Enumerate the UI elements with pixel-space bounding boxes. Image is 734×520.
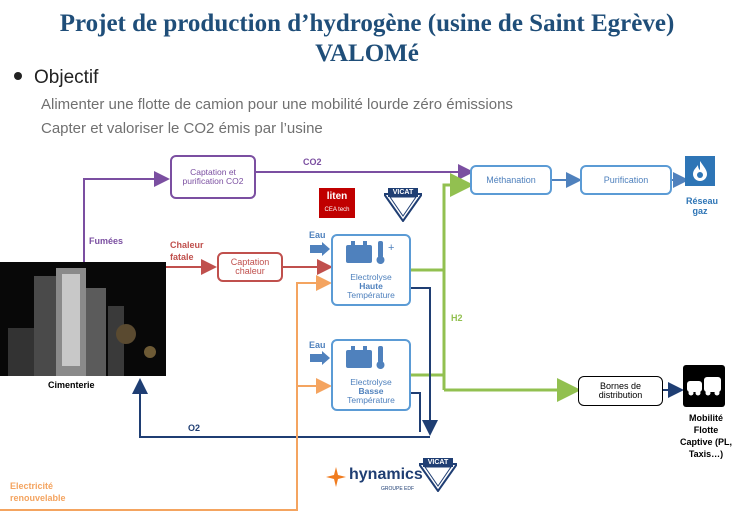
page-subtitle: VALOMé [315, 40, 419, 67]
hynamics-logo: hynamics GROUPE EDF [325, 462, 423, 496]
mobilite-label: Mobilité Flotte Captive (PL, Taxis…) [680, 413, 733, 459]
svg-text:+: + [388, 242, 394, 254]
electrolyse-bt-box: Electrolyse Basse Température [331, 339, 411, 411]
hynamics-mark-icon [326, 467, 346, 487]
co2-flow [83, 164, 474, 262]
objective-line-2: Capter et valoriser le CO2 émis par l’us… [41, 120, 323, 137]
gas-flame-icon [685, 156, 715, 186]
vicat-logo-bottom: VICAT [417, 458, 459, 493]
purification-box: Purification [580, 165, 672, 195]
page-title: Projet de production d’hydrogène (usine … [59, 10, 675, 37]
battery-icon: + [346, 241, 394, 264]
cimenterie-label: Cimenterie [48, 380, 95, 390]
bornes-box: Bornes de distribution [578, 376, 663, 406]
h2-flow [411, 173, 581, 402]
methanation-box: Méthanation [470, 165, 552, 195]
bullet-dot-icon [14, 71, 22, 80]
reseau-gaz-label: Réseau gaz [686, 196, 719, 216]
vehicles-icon [683, 365, 725, 407]
water-arrow-icon [310, 242, 330, 256]
objective-bullet: Objectif [14, 67, 98, 89]
battery-icon [346, 346, 385, 369]
electrolyse-ht-box: + Electrolyse Haute Température [331, 234, 411, 306]
eau-label-bottom: Eau [309, 340, 326, 350]
captation-chaleur-box: Captation chaleur [217, 252, 283, 282]
chaleur-fatale-label: Chaleur fatale [170, 240, 204, 262]
vicat-logo-top: VICAT [382, 188, 424, 223]
objective-heading: Objectif [34, 67, 99, 88]
co2-label: CO2 [303, 157, 322, 167]
o2-label: O2 [188, 423, 201, 433]
electricity-flow [0, 275, 332, 511]
water-arrow-icon [310, 351, 330, 365]
o2-flow [132, 287, 438, 438]
eau-label-top: Eau [309, 230, 326, 240]
objective-line-1: Alimenter une flotte de camion pour une … [41, 96, 513, 113]
h2-label: H2 [451, 313, 463, 323]
captation-co2-box: Captation et purification CO2 [170, 155, 256, 199]
cimenterie-photo [0, 262, 166, 376]
electricite-label: Electricité renouvelable [10, 481, 66, 503]
fumees-label: Fumées [89, 236, 124, 246]
